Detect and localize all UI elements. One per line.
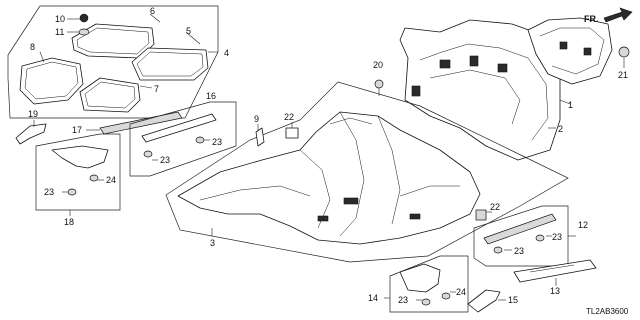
callout-21: 21 <box>618 70 628 80</box>
carpet-frame <box>165 81 569 263</box>
callout-9: 9 <box>254 114 259 124</box>
callout-20: 20 <box>373 60 383 70</box>
side-garnish-18 <box>51 145 109 169</box>
floor-mat-rear-left <box>79 77 141 113</box>
callout-24-group14: 24 <box>456 287 466 297</box>
callout-12: 12 <box>578 220 588 230</box>
floor-mat-rear-right <box>131 47 209 81</box>
callout-labels: 1 2 3 4 5 6 7 8 9 10 11 12 13 14 15 16 1… <box>28 6 628 305</box>
floor-carpet <box>177 111 481 245</box>
callout-11: 11 <box>55 27 64 37</box>
left-trim-piece <box>15 123 47 145</box>
callout-24-group18: 24 <box>106 175 116 185</box>
callout-14: 14 <box>368 293 378 303</box>
floor-mat-front-left <box>19 57 84 105</box>
carpet-bracket <box>255 127 265 147</box>
callout-23-group12-a: 23 <box>552 232 562 242</box>
callout-17: 17 <box>72 125 82 135</box>
side-garnish-14 <box>399 263 441 293</box>
front-direction-arrow <box>603 7 633 23</box>
callout-7: 7 <box>154 84 159 94</box>
callout-8: 8 <box>30 42 35 52</box>
dashboard-insulator-upper <box>527 17 613 85</box>
mat-hook-base <box>78 28 90 36</box>
diagram-code: TL2AB3600 <box>586 307 629 316</box>
dashboard-insulator-set <box>399 7 633 161</box>
floor-mat-set-frame <box>7 5 219 119</box>
callout-23-left-upper: 23 <box>212 137 222 147</box>
side-garnish-16 <box>141 113 217 143</box>
left-side-parts <box>15 101 237 216</box>
callout-1: 1 <box>568 100 573 110</box>
carpet-grommet-right <box>475 209 487 221</box>
callout-23-group14: 23 <box>398 295 408 305</box>
callout-23-group18: 23 <box>44 187 54 197</box>
insulator-clip <box>618 46 630 58</box>
mat-hook-clip <box>79 13 89 23</box>
garnish-group-frame-18 <box>35 133 121 211</box>
callout-16: 16 <box>206 91 216 101</box>
callout-22-right: 22 <box>490 202 500 212</box>
callout-15: 15 <box>508 295 518 305</box>
callout-5: 5 <box>186 26 191 36</box>
callout-23-group12-b: 23 <box>514 246 524 256</box>
garnish-group-frame-14 <box>389 255 469 313</box>
callout-2: 2 <box>558 124 563 134</box>
front-direction-label: FR. <box>584 14 599 24</box>
side-garnish-12 <box>483 213 557 245</box>
callout-4: 4 <box>224 48 229 58</box>
floor-mat-set <box>7 5 219 119</box>
callout-3: 3 <box>210 238 215 248</box>
callout-10: 10 <box>55 14 65 24</box>
callout-6: 6 <box>150 6 155 16</box>
sill-plate <box>513 259 597 283</box>
garnish-group-frame-16 <box>129 101 237 177</box>
callout-19: 19 <box>28 109 38 119</box>
callout-23-left-lower: 23 <box>160 155 170 165</box>
callout-13: 13 <box>550 286 560 296</box>
rear-trim-piece <box>467 289 501 313</box>
carpet-clip-top <box>374 79 384 89</box>
callout-18: 18 <box>64 217 74 227</box>
right-side-parts <box>384 205 597 313</box>
callout-22-center: 22 <box>284 112 294 122</box>
floor-carpet-body <box>177 111 481 245</box>
kick-plate-strip <box>99 111 183 135</box>
